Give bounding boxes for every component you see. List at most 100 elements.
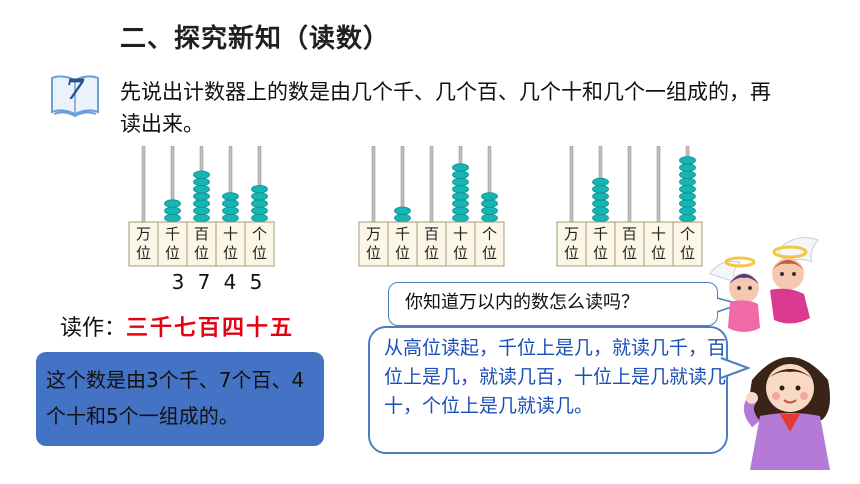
cupid-characters-illustration [709, 237, 819, 332]
place-label-text: 位 [593, 244, 608, 262]
abacus-rod [141, 146, 146, 223]
answer-bubble-tail [720, 357, 750, 379]
abacus-bead [193, 170, 210, 179]
place-label-box [358, 221, 389, 267]
abacus-bead [251, 213, 268, 223]
place-label-text: 千 [395, 225, 410, 243]
abacus-2: 万位千位百位十位个位 [358, 146, 506, 268]
place-label-text: 千 [593, 225, 608, 243]
place-label-box [128, 221, 159, 267]
abacus-bead [222, 192, 239, 201]
book-icon [51, 75, 99, 118]
place-label-text: 位 [564, 244, 579, 262]
abacus-bead [679, 185, 696, 194]
place-label-box [244, 221, 275, 267]
place-label-text: 位 [395, 244, 410, 262]
place-label-text: 位 [424, 244, 439, 262]
abacus-rod [656, 146, 661, 223]
abacus-bead [481, 192, 498, 201]
abacus-bead [452, 185, 469, 194]
place-label-text: 千 [165, 225, 180, 243]
abacus-bead [481, 199, 498, 208]
abacus-bead [452, 177, 469, 187]
place-label-text: 十 [453, 225, 468, 243]
abacus-bead [452, 192, 469, 201]
place-label-box [474, 221, 505, 267]
abacus-bead [394, 206, 411, 216]
abacus-bead [592, 185, 609, 194]
abacus-bead [481, 206, 498, 216]
abacus-bead [251, 206, 268, 216]
abacus-bead [679, 206, 696, 216]
place-label-text: 位 [223, 244, 238, 262]
place-label-text: 个 [680, 225, 695, 243]
place-label-text: 位 [651, 244, 666, 262]
question-bubble: 你知道万以内的数怎么读吗？ [388, 282, 718, 326]
abacus-bead [193, 199, 210, 208]
abacus-bead [222, 206, 239, 216]
digit-ones: 5 [249, 270, 265, 294]
abacus-bead [592, 192, 609, 201]
abacus-bead [679, 170, 696, 179]
digit-hundreds: 7 [197, 270, 213, 294]
abacus-bead [592, 199, 609, 208]
place-label-text: 百 [194, 225, 209, 243]
place-label-box [672, 221, 703, 267]
abacus-bead [452, 206, 469, 216]
place-label-box [186, 221, 217, 267]
place-label-text: 位 [136, 244, 151, 262]
abacus-bead [164, 213, 181, 223]
abacus-bead [452, 163, 469, 172]
place-label-text: 位 [194, 244, 209, 262]
place-label-box [556, 221, 587, 267]
abacus-rod [569, 146, 574, 223]
place-label-text: 个 [482, 225, 497, 243]
place-label-box [643, 221, 674, 267]
abacus-bead [394, 213, 411, 223]
place-label-text: 位 [366, 244, 381, 262]
place-label-text: 位 [680, 244, 695, 262]
abacus-bead [679, 213, 696, 223]
abacus-bead [592, 206, 609, 216]
abacus-rod [371, 146, 376, 223]
place-label-box [416, 221, 447, 267]
digit-thousands: 3 [171, 270, 187, 294]
place-label-text: 十 [223, 225, 238, 243]
abacus-bead [251, 192, 268, 201]
abacus-bead [679, 163, 696, 172]
abacus-bead [164, 206, 181, 216]
abacus-bead [481, 213, 498, 223]
place-label-text: 位 [252, 244, 267, 262]
place-label-text: 位 [482, 244, 497, 262]
abacus-bead [452, 199, 469, 208]
abacus-bead [452, 170, 469, 179]
abacus-bead [193, 206, 210, 216]
girl-character-illustration [743, 357, 830, 470]
abacus-bead [592, 177, 609, 187]
place-label-box [585, 221, 616, 267]
place-label-box [215, 221, 246, 267]
abacus-bead [222, 213, 239, 223]
abacus-bead [222, 199, 239, 208]
digit-tens: 4 [223, 270, 239, 294]
page-title: 二、探究新知（读数） [120, 24, 391, 54]
abacus-bead [193, 192, 210, 201]
place-label-box [614, 221, 645, 267]
place-label-text: 个 [252, 225, 267, 243]
place-label-text: 百 [622, 225, 637, 243]
reading-label: 读作： [60, 316, 127, 341]
reading-value: 三千七百四十五 [126, 316, 295, 341]
abacus-bead [164, 199, 181, 208]
reading-line: 读作：三千七百四十五 [60, 310, 294, 342]
place-label-text: 万 [136, 225, 151, 243]
abacus-1: 万位千位百位十位个位 [128, 146, 276, 268]
example-number: 7 [65, 73, 85, 106]
abacus-bead [679, 192, 696, 201]
composition-box: 这个数是由3个千、7个百、4个十和5个一组成的。 [36, 352, 324, 446]
answer-bubble: 从高位读起，千位上是几，就读几千，百位上是几，就读几百，十位上是几就读几十，个位… [368, 326, 728, 454]
abacus-bead [251, 185, 268, 194]
abacus-3: 万位千位百位十位个位 [556, 146, 704, 268]
abacus-bead [679, 199, 696, 208]
abacus-bead [193, 213, 210, 223]
